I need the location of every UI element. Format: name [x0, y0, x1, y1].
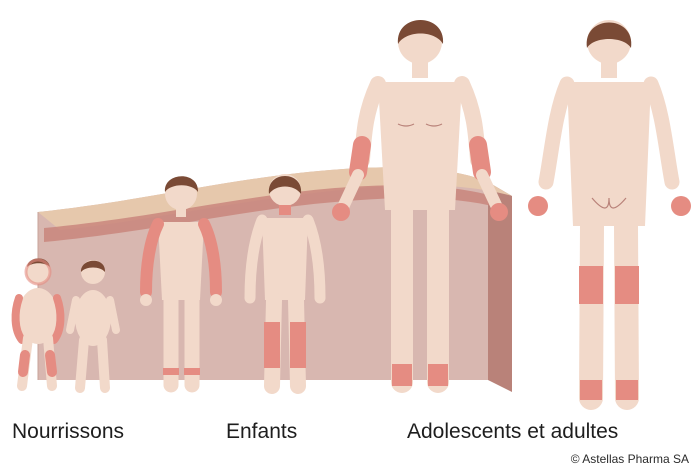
copyright-credit: © Astellas Pharma SA	[571, 452, 689, 466]
adult-back-figure	[528, 20, 691, 400]
group-label-adults: Adolescents et adultes	[407, 420, 618, 444]
group-label-infants: Nourrissons	[12, 420, 124, 444]
group-label-children: Enfants	[226, 420, 297, 444]
